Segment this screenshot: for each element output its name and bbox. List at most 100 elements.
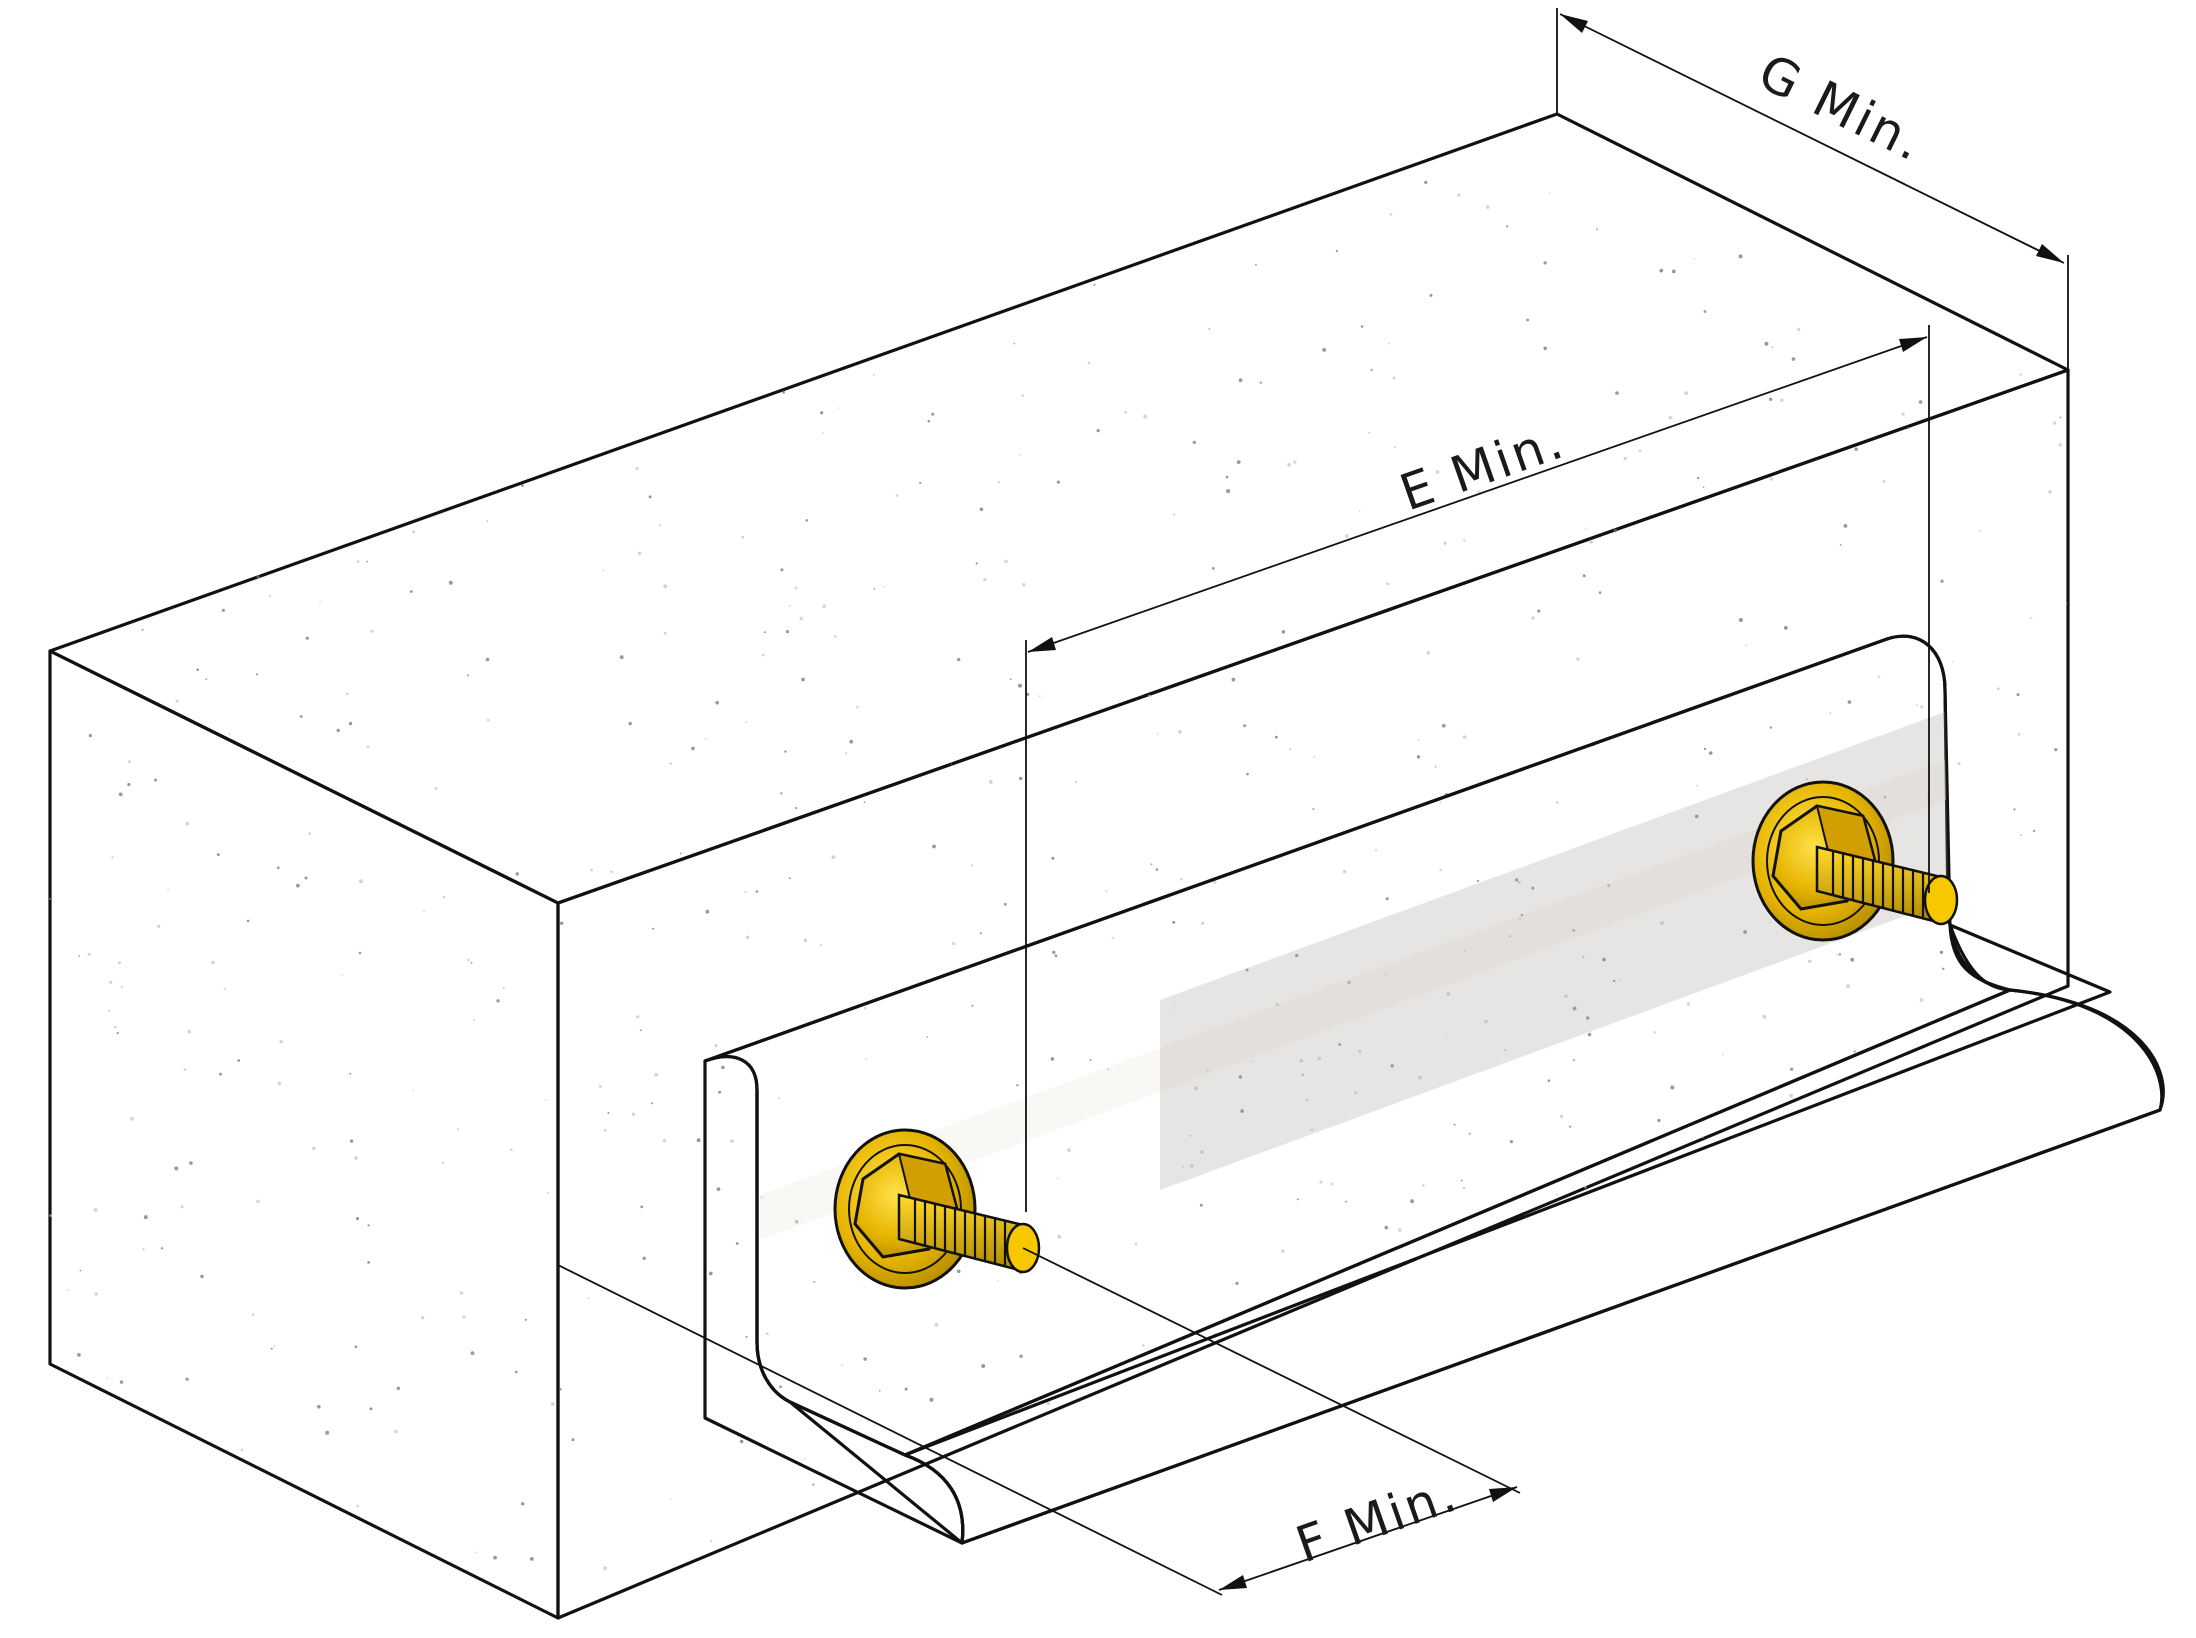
concrete-speck xyxy=(1907,426,1910,430)
concrete-speck xyxy=(619,655,624,660)
concrete-speck xyxy=(919,481,922,484)
concrete-speck xyxy=(412,1089,415,1092)
concrete-speck xyxy=(988,779,993,784)
concrete-speck xyxy=(1003,902,1007,906)
concrete-speck xyxy=(1246,772,1249,776)
concrete-speck xyxy=(1768,922,1771,924)
steel-angle-bracket xyxy=(703,634,2165,1545)
concrete-texture xyxy=(49,180,2068,1571)
concrete-speck xyxy=(1384,973,1387,976)
concrete-speck xyxy=(1046,1402,1050,1406)
concrete-speck xyxy=(1054,954,1058,958)
concrete-speck xyxy=(1901,412,1905,416)
concrete-speck xyxy=(1306,1099,1308,1101)
concrete-speck xyxy=(1022,583,1026,587)
concrete-speck xyxy=(1392,376,1396,380)
concrete-speck xyxy=(1338,1043,1342,1046)
concrete-speck xyxy=(1738,254,1743,259)
concrete-speck xyxy=(216,853,220,857)
concrete-speck xyxy=(1142,1344,1145,1347)
concrete-speck xyxy=(1236,460,1241,464)
concrete-speck xyxy=(356,560,360,563)
concrete-speck xyxy=(142,1248,145,1251)
concrete-speck xyxy=(607,1112,610,1114)
concrete-speck xyxy=(485,657,490,662)
concrete-speck xyxy=(475,1551,478,1554)
concrete-speck xyxy=(1398,1228,1402,1232)
anchor-bolt-right xyxy=(1751,780,1959,942)
concrete-speck xyxy=(822,604,826,609)
concrete-speck xyxy=(1178,729,1182,734)
concrete-speck xyxy=(420,1316,425,1320)
concrete-speck xyxy=(603,1128,607,1132)
concrete-speck xyxy=(587,1297,590,1300)
concrete-speck xyxy=(1181,1165,1184,1168)
concrete-speck xyxy=(640,1205,644,1209)
angle-leg-outline xyxy=(904,988,2165,1545)
concrete-speck xyxy=(1850,957,1855,962)
concrete-speck xyxy=(370,629,374,633)
concrete-speck xyxy=(1417,739,1420,741)
concrete-speck xyxy=(2058,443,2062,447)
concrete-speck xyxy=(760,1196,764,1199)
concrete-speck xyxy=(1882,479,1886,483)
concrete-speck xyxy=(662,1138,667,1143)
concrete-speck xyxy=(1056,480,1060,484)
concrete-speck xyxy=(1508,935,1511,938)
concrete-speck xyxy=(2013,808,2016,811)
concrete-speck xyxy=(1764,341,1769,346)
concrete-speck xyxy=(1659,268,1664,273)
concrete-speck xyxy=(631,1112,636,1116)
concrete-speck xyxy=(863,1357,867,1361)
concrete-speck xyxy=(1572,1059,1575,1062)
concrete-speck xyxy=(545,1099,547,1101)
concrete-speck xyxy=(154,778,157,782)
concrete-speck xyxy=(256,1199,260,1204)
concrete-speck xyxy=(1463,949,1466,952)
concrete-speck xyxy=(1385,897,1389,901)
concrete-speck xyxy=(94,1292,98,1296)
concrete-speck xyxy=(602,569,605,572)
concrete-speck xyxy=(1019,454,1022,456)
concrete-speck xyxy=(1940,579,1944,583)
concrete-speck xyxy=(349,1139,354,1143)
concrete-speck xyxy=(1393,446,1396,449)
concrete-speck xyxy=(822,432,824,434)
concrete-speck xyxy=(1190,1164,1194,1168)
concrete-speck xyxy=(1564,994,1568,998)
concrete-speck xyxy=(997,481,1001,484)
dimension-f: F Min. xyxy=(557,1247,1521,1596)
concrete-speck xyxy=(367,1261,370,1264)
concrete-speck xyxy=(709,1539,713,1543)
concrete-speck xyxy=(2016,693,2020,697)
concrete-speck xyxy=(1660,921,1664,925)
concrete-speck xyxy=(1722,1053,1724,1056)
concrete-speck xyxy=(1056,1177,1059,1179)
concrete-speck xyxy=(883,586,886,588)
concrete-speck xyxy=(367,1224,370,1227)
concrete-speck xyxy=(1231,677,1236,682)
concrete-speck xyxy=(1769,477,1774,481)
concrete-speck xyxy=(1235,1281,1239,1285)
concrete-speck xyxy=(1745,644,1747,647)
concrete-speck xyxy=(457,1128,460,1131)
concrete-speck xyxy=(348,721,353,726)
concrete-speck xyxy=(1200,1150,1204,1154)
concrete-speck xyxy=(663,631,667,635)
concrete-speck xyxy=(1939,950,1944,954)
concrete-speck xyxy=(118,792,123,797)
concrete-speck xyxy=(462,1315,466,1319)
concrete-speck xyxy=(718,1090,722,1094)
concrete-speck xyxy=(639,1029,642,1032)
concrete-speck xyxy=(598,1084,602,1088)
arrowhead xyxy=(1219,1575,1247,1590)
concrete-speck xyxy=(970,864,974,867)
concrete-speck xyxy=(470,1351,475,1356)
concrete-speck xyxy=(1013,342,1016,345)
concrete-speck xyxy=(1293,460,1297,464)
concrete-speck xyxy=(1347,980,1351,985)
concrete-speck xyxy=(1018,683,1022,688)
concrete-speck xyxy=(1295,953,1299,958)
concrete-speck xyxy=(765,1332,769,1335)
concrete-speck xyxy=(1301,1073,1304,1076)
